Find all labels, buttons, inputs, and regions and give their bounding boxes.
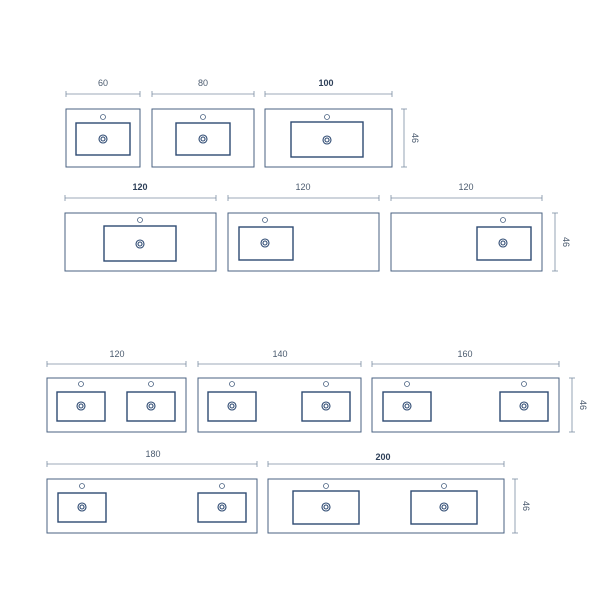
tap-hole-icon — [148, 381, 154, 387]
unit-200-double: 200 — [267, 452, 505, 534]
tap-hole-icon — [137, 217, 143, 223]
basin-outline — [410, 490, 478, 525]
tap-hole-icon — [78, 381, 84, 387]
width-label: 120 — [132, 182, 147, 192]
unit-120-left: 120 — [227, 182, 380, 272]
width-label: 120 — [109, 349, 124, 359]
countertop-outline — [267, 478, 505, 534]
row-3: 120 140 — [46, 349, 588, 433]
basin-outline — [382, 391, 432, 422]
depth-dimension: 46 — [512, 478, 531, 534]
basin-outline — [301, 391, 351, 422]
basin-outline — [57, 492, 107, 523]
basin-outline — [499, 391, 549, 422]
depth-label: 46 — [561, 237, 571, 247]
width-label: 120 — [458, 182, 473, 192]
countertop-outline — [46, 478, 258, 534]
basin-outline — [290, 121, 364, 158]
tap-hole-icon — [79, 483, 85, 489]
countertop-outline — [371, 377, 560, 433]
drain-icon — [146, 401, 156, 411]
depth-dimension: 46 — [569, 377, 588, 433]
drain-icon — [135, 239, 145, 249]
countertop-outline — [64, 212, 217, 272]
row-2: 120 120 120 — [64, 182, 571, 272]
unit-120-double: 120 — [46, 349, 187, 433]
width-label: 160 — [457, 349, 472, 359]
drain-icon — [198, 134, 208, 144]
drain-icon — [322, 135, 332, 145]
tap-hole-icon — [262, 217, 268, 223]
drain-icon — [439, 502, 449, 512]
tap-hole-icon — [441, 483, 447, 489]
countertop-outline — [390, 212, 543, 272]
countertop-outline — [227, 212, 380, 272]
width-label: 100 — [318, 78, 333, 88]
basin-outline — [126, 391, 176, 422]
countertop-outline — [197, 377, 362, 433]
tap-hole-icon — [323, 381, 329, 387]
countertop-outline — [46, 377, 187, 433]
width-label: 80 — [198, 78, 208, 88]
drain-icon — [519, 401, 529, 411]
unit-140-double: 140 — [197, 349, 362, 433]
countertop-outline — [65, 108, 141, 168]
tap-hole-icon — [323, 483, 329, 489]
tap-hole-icon — [200, 114, 206, 120]
depth-label: 46 — [410, 133, 420, 143]
unit-60: 60 — [65, 78, 141, 168]
basin-outline — [103, 225, 177, 262]
unit-100: 100 — [264, 78, 393, 168]
countertop-outline — [151, 108, 255, 168]
depth-label: 46 — [578, 400, 588, 410]
tap-hole-icon — [324, 114, 330, 120]
drain-icon — [498, 238, 508, 248]
unit-80: 80 — [151, 78, 255, 168]
width-label: 60 — [98, 78, 108, 88]
drain-icon — [98, 134, 108, 144]
unit-180-double: 180 — [46, 449, 258, 534]
basin-outline — [175, 122, 231, 156]
basin-outline — [292, 490, 360, 525]
depth-dimension: 46 — [552, 212, 571, 272]
unit-120-center: 120 — [64, 182, 217, 272]
width-label: 140 — [272, 349, 287, 359]
drain-icon — [77, 502, 87, 512]
unit-160-double: 160 — [371, 349, 560, 433]
unit-120-right: 120 — [390, 182, 543, 272]
tap-hole-icon — [404, 381, 410, 387]
tap-hole-icon — [100, 114, 106, 120]
tap-hole-icon — [229, 381, 235, 387]
basin-outline — [238, 226, 294, 261]
depth-label: 46 — [521, 501, 531, 511]
row-1: 60 80 100 — [65, 78, 420, 168]
basin-outline — [207, 391, 257, 422]
tap-hole-icon — [521, 381, 527, 387]
row-4: 180 200 — [46, 449, 531, 534]
basin-outline — [476, 226, 532, 261]
basin-outline — [56, 391, 106, 422]
drain-icon — [321, 401, 331, 411]
drain-icon — [76, 401, 86, 411]
tap-hole-icon — [500, 217, 506, 223]
countertop-outline — [264, 108, 393, 168]
width-label: 200 — [375, 452, 390, 462]
basin-outline — [197, 492, 247, 523]
drain-icon — [227, 401, 237, 411]
depth-dimension: 46 — [401, 108, 420, 168]
basin-outline — [75, 122, 131, 156]
drain-icon — [260, 238, 270, 248]
drain-icon — [217, 502, 227, 512]
width-label: 180 — [145, 449, 160, 459]
width-label: 120 — [295, 182, 310, 192]
drain-icon — [321, 502, 331, 512]
drain-icon — [402, 401, 412, 411]
tap-hole-icon — [219, 483, 225, 489]
